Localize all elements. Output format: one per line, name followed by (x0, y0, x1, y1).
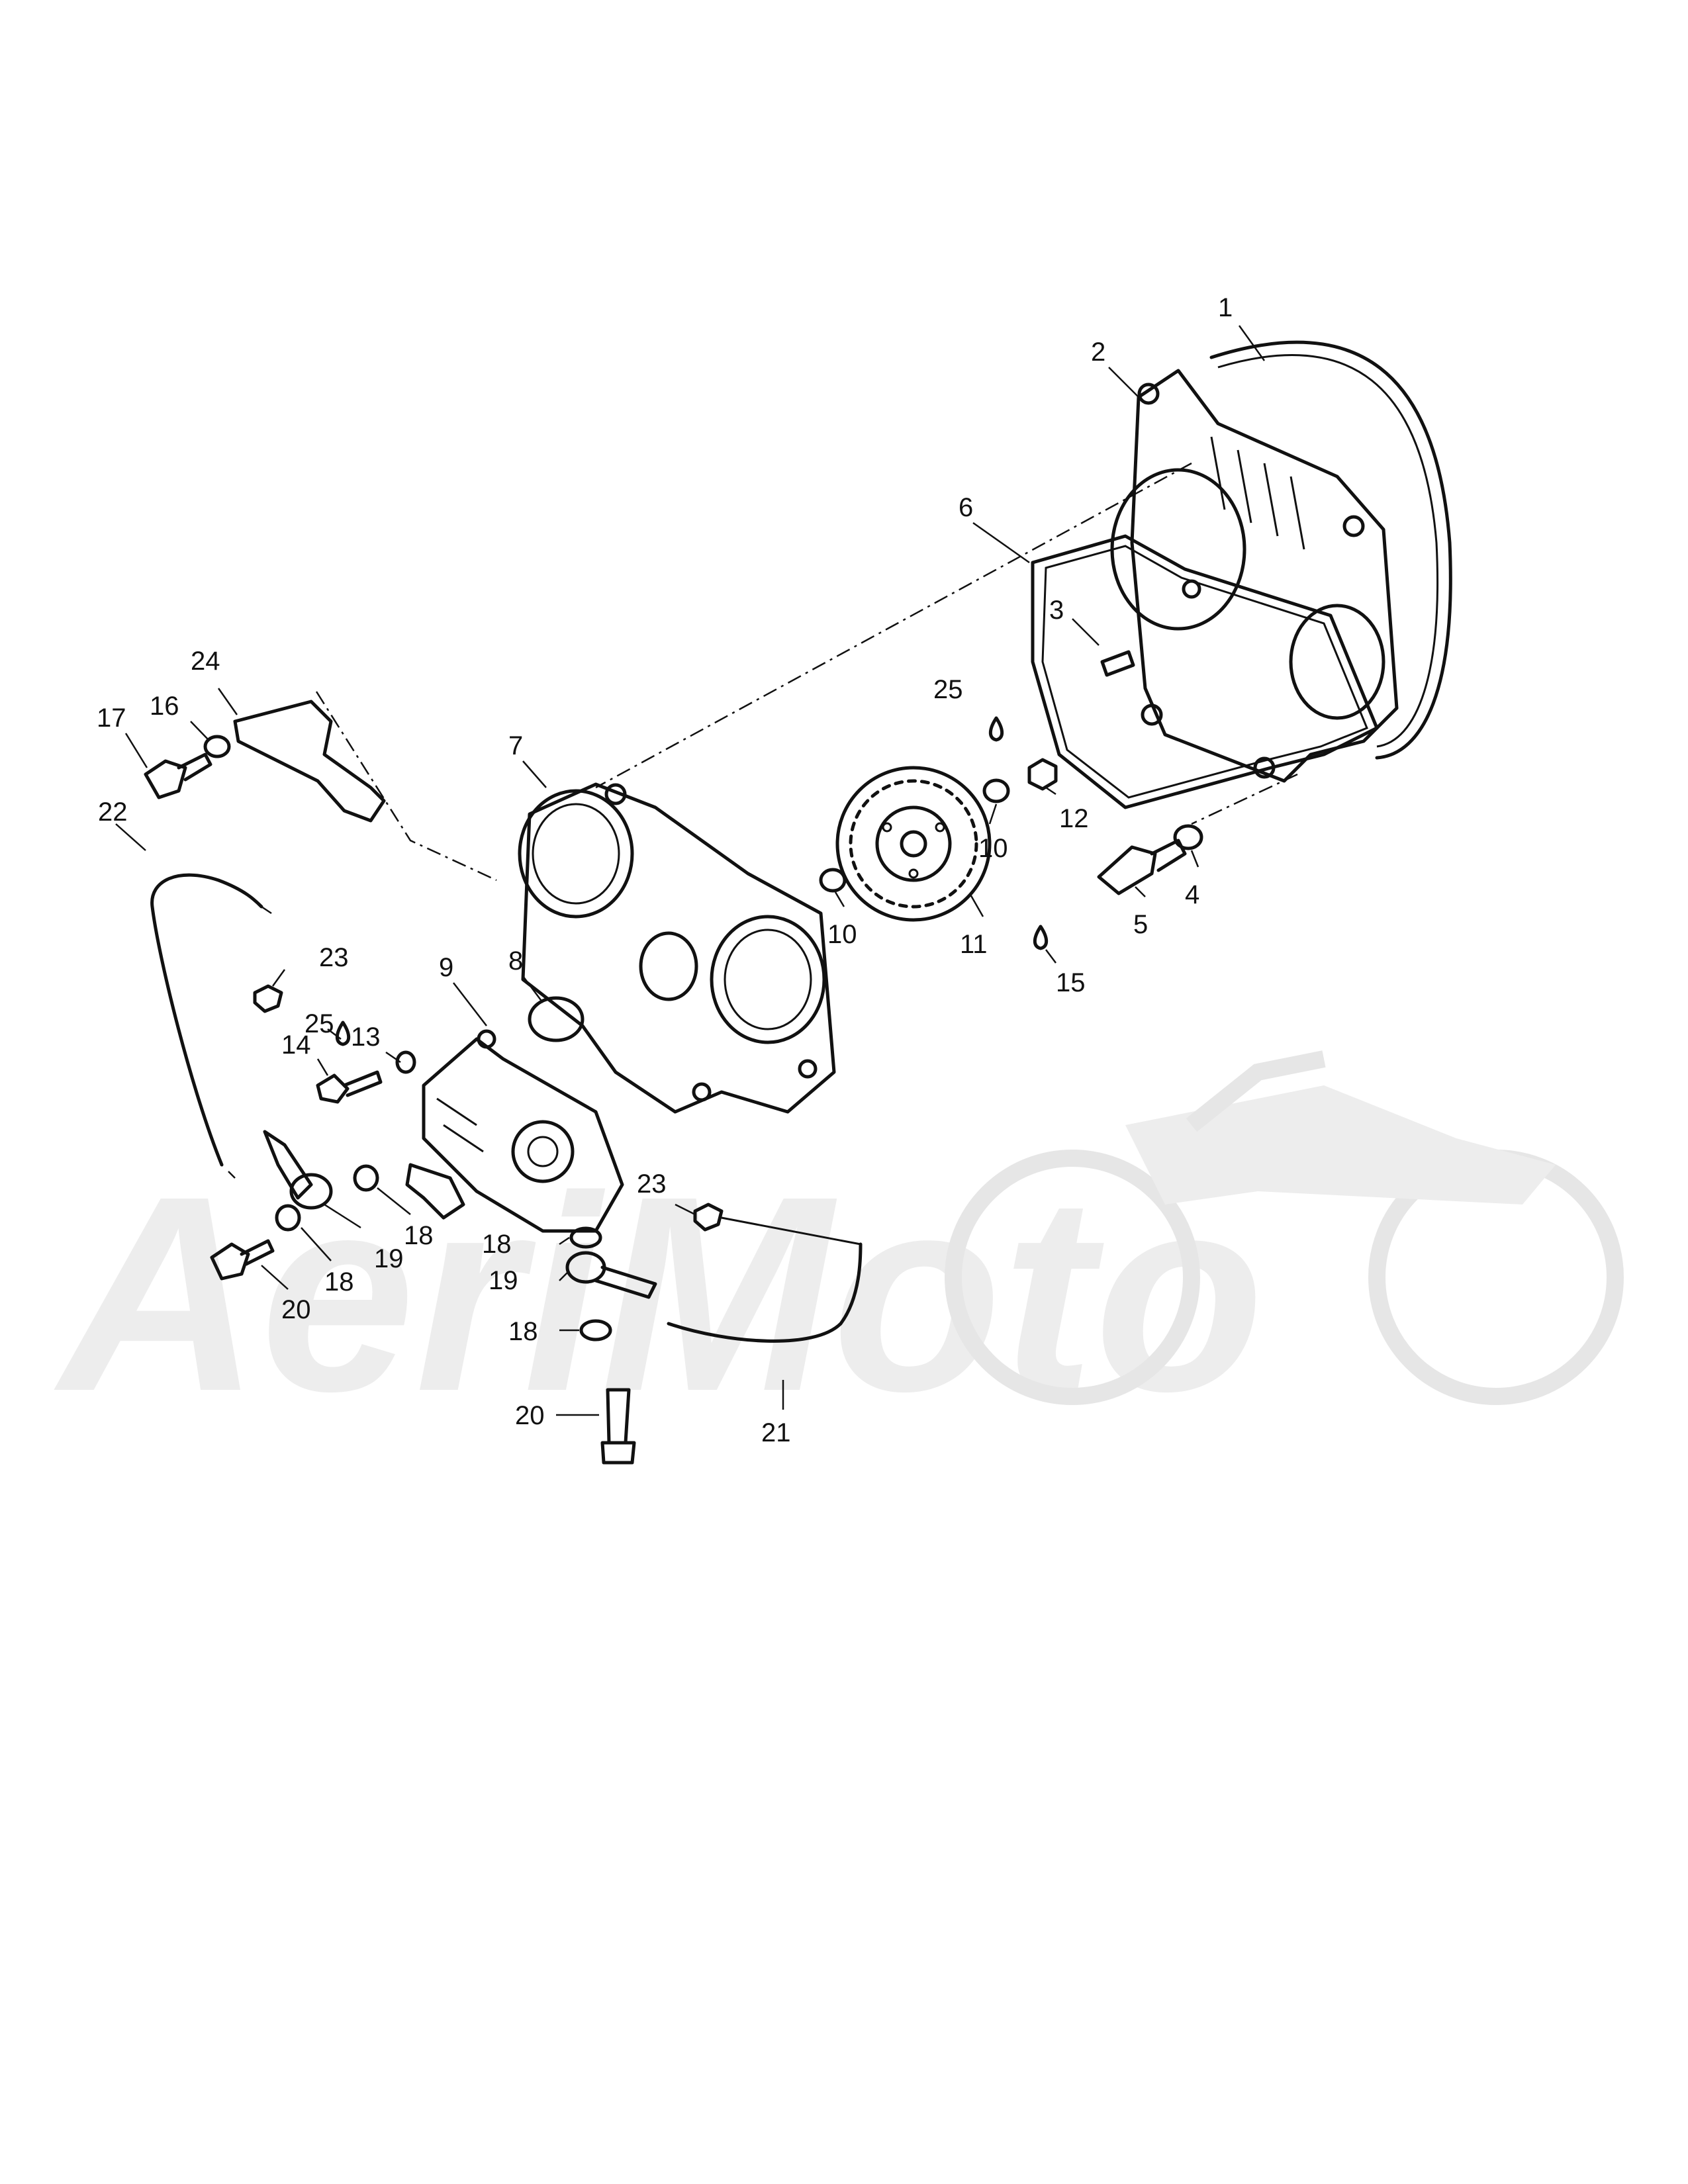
part-16-washer (203, 735, 231, 758)
part-3-dowel (1100, 650, 1135, 677)
callout-23a: 23 (319, 943, 349, 972)
watermark-wheel-front (945, 1150, 1200, 1405)
part-14-screw (316, 1070, 383, 1104)
part-21-pipe-guide (721, 1216, 861, 1246)
part-13-washer (395, 1050, 416, 1074)
callout-10b: 10 (827, 920, 857, 949)
part-7-housing (518, 782, 836, 1114)
part-20-bolt-b (600, 1388, 636, 1465)
part-15-drop (1033, 925, 1049, 950)
assembly-line-bracket (315, 691, 497, 882)
part-8-oring (528, 996, 585, 1042)
callout-23b: 23 (637, 1169, 667, 1199)
callout-18d: 18 (508, 1317, 538, 1346)
part-19-banjo-a (263, 1130, 333, 1210)
callout-20b: 20 (515, 1401, 545, 1430)
callout-6: 6 (959, 493, 973, 522)
callout-18a: 18 (404, 1221, 434, 1250)
callout-20a: 20 (281, 1295, 311, 1324)
part-17-bolt (144, 752, 212, 799)
part-25-drop-b (335, 1021, 351, 1046)
callout-11: 11 (960, 930, 988, 959)
part-18-washer-b (275, 1204, 301, 1232)
callout-4: 4 (1185, 880, 1199, 909)
part-2-cover (1110, 369, 1399, 783)
callout-19b: 19 (489, 1266, 518, 1295)
callout-24: 24 (191, 647, 220, 676)
part-10-washer-b (819, 868, 847, 893)
callout-3: 3 (1049, 596, 1064, 625)
part-23-clip-b (693, 1203, 724, 1232)
watermark-bike-body (1125, 1085, 1556, 1205)
callout-10a: 10 (978, 834, 1008, 863)
callout-1: 1 (1218, 293, 1233, 322)
callout-16: 16 (150, 692, 179, 721)
assembly-lines (315, 462, 1298, 882)
callout-18b: 18 (324, 1267, 354, 1297)
part-23-clip-a (253, 984, 283, 1013)
callout-14: 14 (281, 1030, 311, 1060)
assembly-line-cover-to-bolt (1191, 773, 1298, 825)
part-25-drop-a (988, 716, 1004, 742)
leader-lines (115, 325, 1266, 1416)
part-21-pipe (667, 1242, 863, 1343)
callout-15: 15 (1056, 968, 1086, 997)
part-24-bracket (233, 700, 386, 823)
watermark-handlebar (1186, 1050, 1326, 1132)
callout-2: 2 (1091, 338, 1105, 367)
part-18-washer-a (353, 1164, 379, 1192)
callout-19a: 19 (374, 1244, 404, 1273)
part-20-bolt-a (210, 1239, 275, 1281)
callout-17: 17 (97, 704, 126, 733)
callout-25a: 25 (933, 675, 963, 704)
part-22-pipe-ends (228, 905, 272, 1179)
callout-21: 21 (761, 1418, 791, 1447)
callout-22: 22 (98, 797, 128, 827)
callout-5: 5 (1133, 910, 1148, 939)
part-19-banjo-b (565, 1251, 657, 1299)
watermark-logo: AeriMoto (51, 1050, 1624, 1449)
callout-numbers: 1 2 3 4 5 6 7 8 9 10 10 11 12 13 14 15 1… (97, 293, 1233, 1447)
part-4-washer (1173, 824, 1203, 850)
part-22-pipe (150, 873, 263, 1167)
callout-8: 8 (508, 946, 523, 976)
part-11-gear (835, 766, 992, 922)
part-18-washer-d (579, 1319, 612, 1342)
callout-25b: 25 (305, 1009, 334, 1038)
assembly-line-cover-to-housing (595, 462, 1192, 789)
callout-7: 7 (508, 731, 523, 760)
part-1-ring (1209, 340, 1452, 760)
callout-13: 13 (351, 1023, 381, 1052)
part-6-gasket (1031, 534, 1379, 809)
part-12-nut (1027, 758, 1058, 791)
part-18-washer-c (569, 1226, 602, 1249)
part-10-washer-a (982, 778, 1010, 803)
callout-9: 9 (439, 953, 453, 982)
callout-18c: 18 (482, 1230, 512, 1259)
part-5-screw (1097, 839, 1187, 895)
callout-12: 12 (1059, 804, 1089, 833)
